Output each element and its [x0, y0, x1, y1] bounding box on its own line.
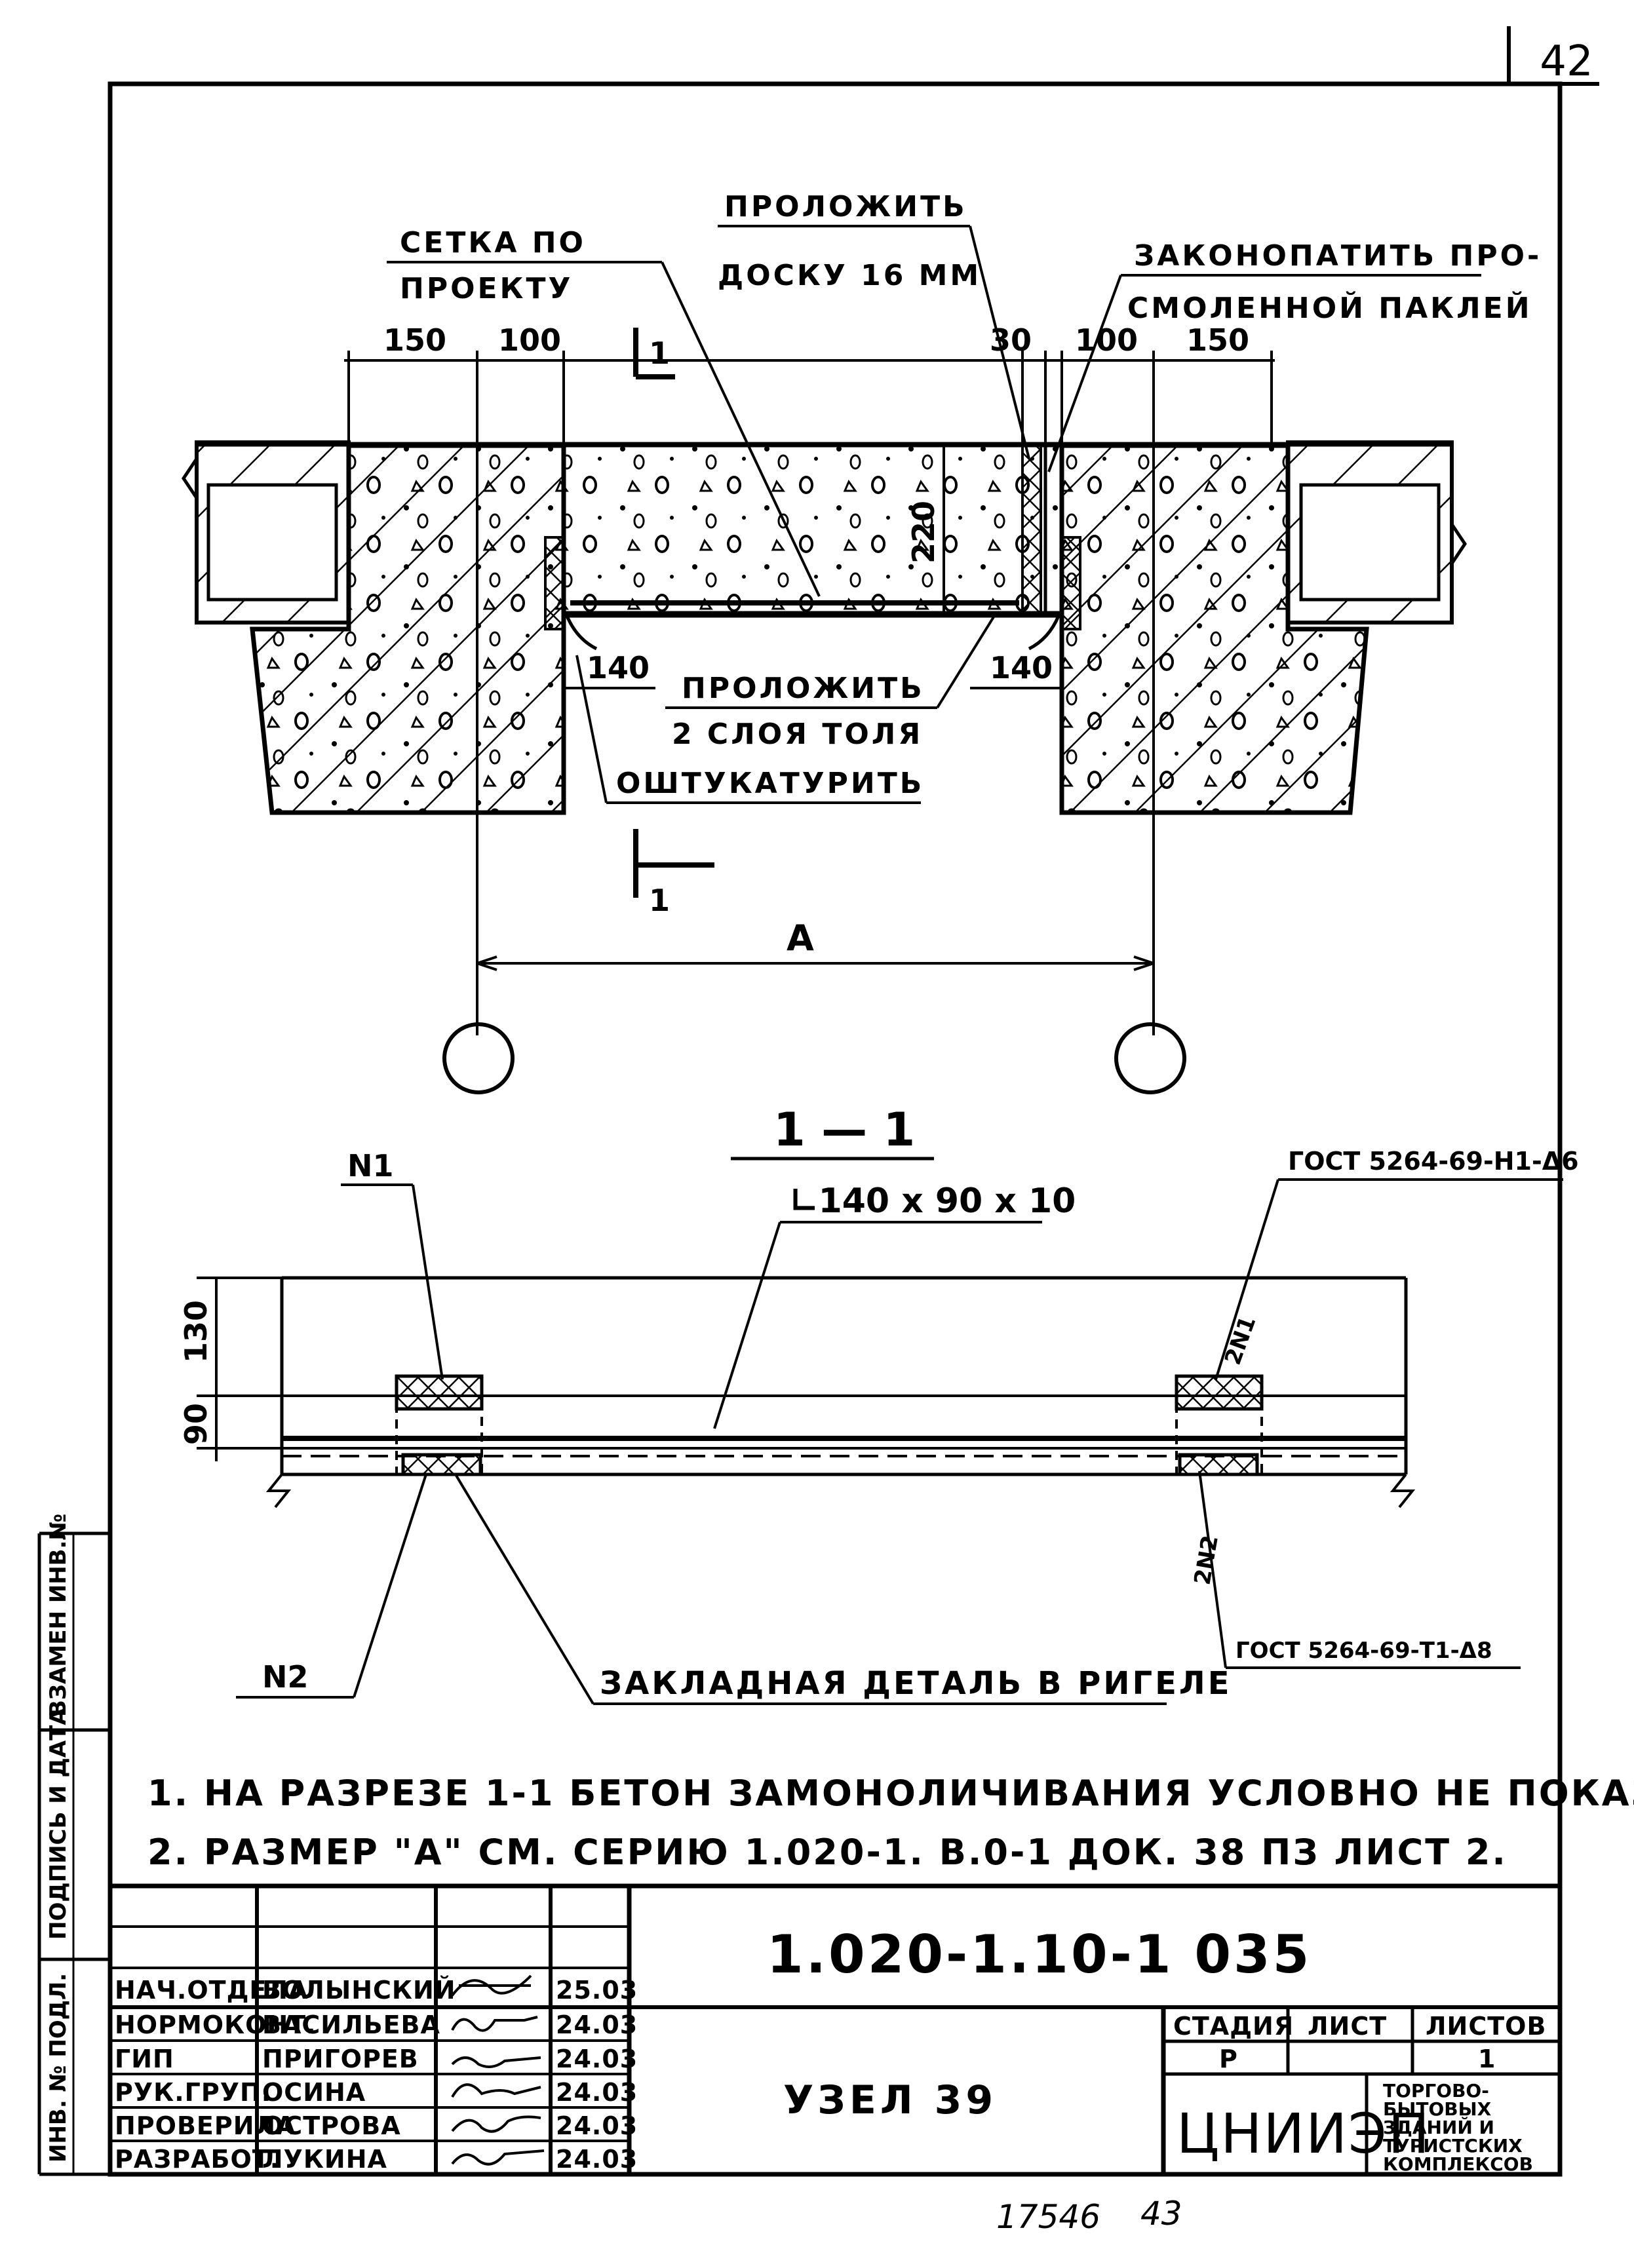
row-name-6: ЛУКИНА [262, 2145, 387, 2174]
weld-2n1: 2N1 [1220, 1313, 1262, 1368]
note-2: 2. РАЗМЕР "А" СМ. СЕРИЮ 1.020-1. В.0-1 Д… [147, 1832, 1508, 1873]
dim-90: 90 [178, 1403, 214, 1445]
embedded-part-label: ЗАКЛАДНАЯ ДЕТАЛЬ В РИГЕЛЕ [600, 1665, 1232, 1702]
axis-circle-left [442, 1022, 515, 1094]
weld-2n2: 2N2 [1189, 1533, 1224, 1587]
dim-100-left: 100 [498, 322, 561, 358]
stamp-sign: ПОДПИСЬ И ДАТА [45, 1708, 71, 1940]
signatures [451, 1974, 545, 2166]
tar-label-line1: ПРОЛОЖИТЬ [682, 672, 925, 705]
stage-header: СТАДИЯ [1173, 2012, 1294, 2041]
row-name-1: ВОЛЫНСКИЙ [262, 1976, 456, 2005]
board-label-line1: ПРОЛОЖИТЬ [724, 190, 967, 223]
axis-circle-right [1114, 1022, 1186, 1094]
gost-bottom: ГОСТ 5264-69-Т1-Δ8 [1235, 1638, 1492, 1664]
sheet-frame [107, 26, 1599, 2177]
axis-dim-a: А [787, 917, 814, 959]
gost-top: ГОСТ 5264-69-Н1-Δ6 [1288, 1147, 1579, 1176]
row-name-4: ОСИНА [262, 2078, 366, 2107]
title-block [110, 1883, 1560, 2174]
row-name-5: ОСТРОВА [262, 2111, 401, 2140]
angle-profile: ∟140 x 90 x 10 [790, 1182, 1076, 1221]
org-desc-1: ТОРГОВО- [1383, 2080, 1489, 2102]
row-name-2: ВАСИЛЬЕВА [262, 2010, 440, 2039]
plaster-label: ОШТУКАТУРИТЬ [616, 767, 924, 800]
dim-150-left: 150 [383, 322, 446, 358]
drawing-code: 1.020-1.10-1 035 [767, 1924, 1312, 1985]
plan-view: 220 150 100 30 100 150 140 140 1 1 А [181, 225, 1481, 1094]
dim-140-right: 140 [990, 650, 1053, 685]
mesh-label-line2: ПРОЕКТУ [400, 272, 573, 305]
footer-number-1: 17546 [996, 2198, 1100, 2236]
row-date-4: 24.03 [556, 2078, 638, 2107]
label-n2: N2 [262, 1659, 309, 1695]
stamp-inv: ИНВ. № ПОДЛ. [45, 1973, 71, 2162]
row-date-5: 24.03 [556, 2111, 638, 2140]
board-label-line2: ДОСКУ 16 ММ [718, 259, 981, 292]
organization: ЦНИИЭП [1177, 2102, 1431, 2166]
org-desc-2: БЫТОВЫХ [1383, 2098, 1492, 2120]
row-role-2: НОРМОКОНТ. [115, 2010, 317, 2039]
note-1: 1. НА РАЗРЕЗЕ 1-1 БЕТОН ЗАМОНОЛИЧИВАНИЯ … [147, 1773, 1634, 1814]
node-title: УЗЕЛ 39 [783, 2077, 997, 2123]
sheet-header: ЛИСТ [1308, 2012, 1387, 2041]
row-date-3: 24.03 [556, 2045, 638, 2073]
org-desc-3: ЗДАНИЙ И [1383, 2116, 1494, 2138]
section-title: 1 — 1 [773, 1103, 915, 1157]
mesh-label-line1: СЕТКА ПО [400, 226, 586, 259]
sheets-header: ЛИСТОВ [1426, 2012, 1546, 2041]
row-role-6: РАЗРАБОТ. [115, 2145, 280, 2174]
footer-number-2: 43 [1140, 2195, 1182, 2233]
row-role-4: РУК.ГРУП. [115, 2078, 271, 2107]
side-stamp [37, 1531, 110, 2176]
row-role-5: ПРОВЕРИЛА [115, 2111, 296, 2140]
org-desc-5: КОМПЛЕКСОВ [1383, 2153, 1533, 2175]
label-n1: N1 [347, 1148, 394, 1183]
row-date-2: 24.03 [556, 2010, 638, 2039]
dim-220: 220 [906, 501, 941, 564]
tar-label-line2: 2 СЛОЯ ТОЛЯ [672, 718, 923, 751]
section-1-1 [197, 1157, 1563, 1705]
row-role-1: НАЧ.ОТДЕЛА [115, 1976, 308, 2005]
dim-140-left: 140 [587, 650, 650, 685]
section-mark-top: 1 [649, 336, 670, 371]
stage-value: Р [1219, 2045, 1238, 2073]
row-date-1: 25.03 [556, 1976, 638, 2005]
row-name-3: ПРИГОРЕВ [262, 2045, 419, 2073]
org-desc-4: ТУРИСТСКИХ [1383, 2135, 1523, 2157]
sheets-value: 1 [1478, 2045, 1496, 2073]
row-role-3: ГИП [115, 2045, 174, 2073]
stamp-replace: ВЗАМЕН ИНВ.№ [45, 1514, 71, 1717]
sheet-number: 42 [1540, 37, 1593, 86]
dim-100-right: 100 [1075, 322, 1138, 358]
dim-150-right: 150 [1186, 322, 1249, 358]
section-mark-bottom: 1 [649, 883, 670, 918]
row-date-6: 24.03 [556, 2145, 638, 2174]
caulk-label-line2: СМОЛЕННОЙ ПАКЛЕЙ [1127, 290, 1532, 325]
dim-130: 130 [178, 1300, 214, 1363]
caulk-label-line1: ЗАКОНОПАТИТЬ ПРО- [1134, 239, 1542, 273]
